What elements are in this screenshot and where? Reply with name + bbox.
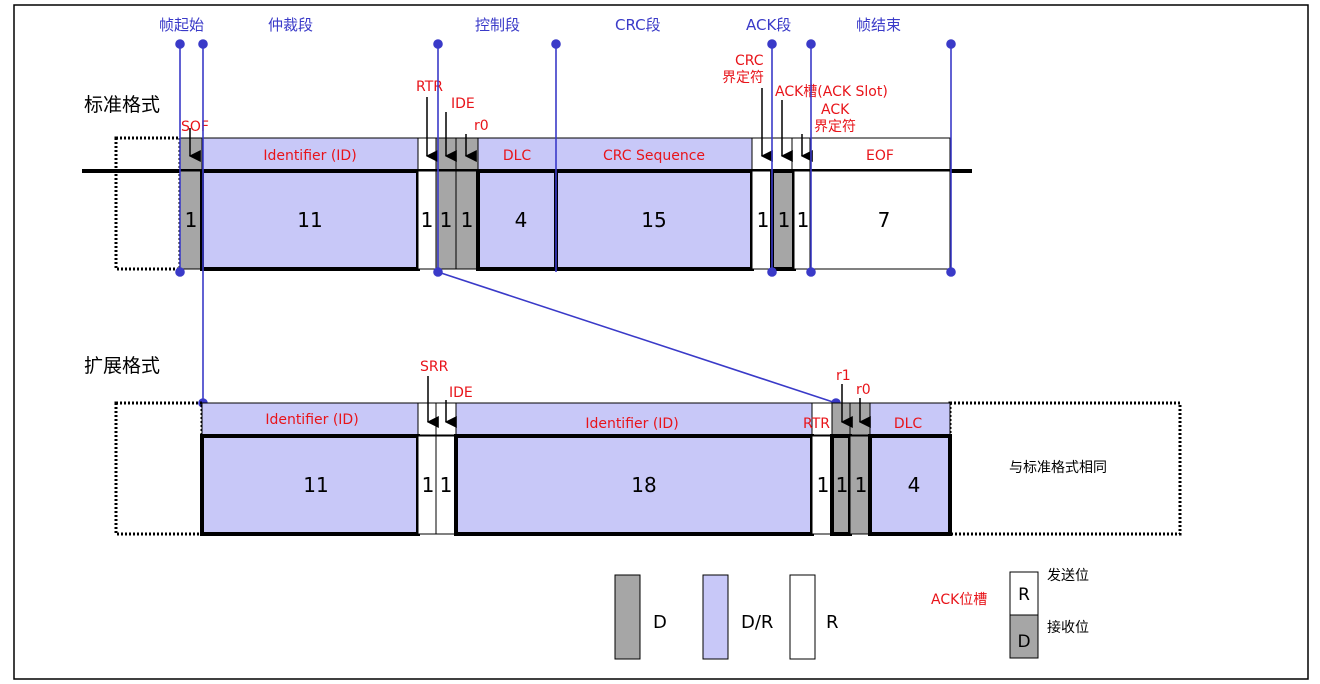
segment-sof-label: 帧起始 [159,16,204,34]
legend-d-swatch [614,574,641,660]
legend-send-bit-label: 发送位 [1047,568,1089,584]
ext-bit-id-b: 18 [631,473,656,497]
extended-bit-row [200,434,952,536]
crc-delim-callout-1: CRC [735,53,764,69]
standard-eof-label: EOF [866,148,894,164]
extended-idle-left [114,401,204,536]
standard-arrows [188,88,813,162]
legend-r-label: R [826,612,839,633]
crc-delim-callout-2: 界定符 [722,70,764,86]
legend-d-label: D [653,612,667,633]
std-bit-ide: 1 [440,208,453,232]
std-bit-r0: 1 [461,208,474,232]
ext-r0-callout: r0 [856,382,871,398]
legend-recv-box [1009,614,1039,659]
ack-slot-callout: ACK槽(ACK Slot) [775,84,888,100]
same-as-standard-text: 与标准格式相同 [1009,460,1107,476]
std-bit-id: 11 [297,208,322,232]
legend: D D/R R ACK位槽 R D 发送位 接收位 [614,568,1089,660]
segment-ack-label: ACK段 [746,16,791,34]
legend-send-letter: R [1018,585,1030,605]
ext-bit-rtr: 1 [817,473,830,497]
legend-dr-label: D/R [741,612,773,633]
standard-bit-row [179,169,951,271]
std-bit-ack-slot: 1 [778,208,791,232]
outer-border [13,4,1309,680]
standard-idle-left [114,136,182,271]
extended-bit-counts: 11 1 1 18 1 1 1 4 [303,473,920,497]
segment-dividers [175,39,956,408]
ext-bit-srr: 1 [422,473,435,497]
standard-identifier-label: Identifier (ID) [263,148,356,164]
standard-callouts: SOF RTR IDE r0 CRC 界定符 ACK槽(ACK Slot) AC… [181,53,888,135]
legend-dr-swatch [702,574,729,660]
segment-header: 帧起始 仲裁段 控制段 CRC段 ACK段 帧结束 [159,16,901,34]
r0-callout: r0 [474,118,489,134]
legend-ack-slot-title: ACK位槽 [931,592,987,608]
extended-format-title: 扩展格式 [84,355,160,377]
std-bit-eof: 7 [878,208,891,232]
ext-rtr-callout: RTR [803,416,830,432]
ext-bit-dlc: 4 [908,473,921,497]
std-bit-rtr: 1 [421,208,434,232]
standard-bit-counts: 1 11 1 1 1 4 15 1 1 1 7 [185,208,891,232]
ack-delim-callout-2: 界定符 [814,119,856,135]
legend-recv-letter: D [1017,632,1030,652]
ide-callout: IDE [451,96,475,112]
legend-send-box [1009,571,1039,616]
ext-bit-r0: 1 [855,473,868,497]
extended-dlc-label: DLC [894,416,923,432]
legend-recv-bit-label: 接收位 [1047,619,1089,636]
std-bit-crc-delim: 1 [757,208,770,232]
std-bit-sof: 1 [185,208,198,232]
extended-callouts: SRR IDE RTR r1 r0 [420,359,871,432]
segment-arbitration-label: 仲裁段 [268,16,313,34]
srr-callout: SRR [420,359,449,375]
legend-r-swatch [789,574,816,660]
sof-callout: SOF [181,119,209,135]
std-bit-crc: 15 [641,208,666,232]
extended-identifier-a-label: Identifier (ID) [265,412,358,428]
std-bit-dlc: 4 [515,208,528,232]
extended-header-row [201,402,951,436]
ack-delim-callout-1: ACK [821,102,850,118]
rtr-callout: RTR [416,79,443,95]
segment-eof-label: 帧结束 [856,16,901,34]
standard-field-labels: Identifier (ID) DLC CRC Sequence EOF [263,148,894,164]
r1-callout: r1 [836,368,851,384]
standard-crc-sequence-label: CRC Sequence [603,148,705,164]
ext-bit-r1: 1 [836,473,849,497]
ext-ide-callout: IDE [449,385,473,401]
segment-crc-label: CRC段 [615,16,661,34]
standard-format-title: 标准格式 [84,94,160,116]
ext-bit-id-a: 11 [303,473,328,497]
extended-identifier-b-label: Identifier (ID) [585,416,678,432]
ext-bit-ide: 1 [440,473,453,497]
segment-control-label: 控制段 [475,16,520,34]
standard-dlc-label: DLC [503,148,532,164]
extended-field-labels: Identifier (ID) Identifier (ID) DLC [265,412,922,432]
extended-arrows [426,376,871,428]
std-bit-ack-delim: 1 [797,208,810,232]
